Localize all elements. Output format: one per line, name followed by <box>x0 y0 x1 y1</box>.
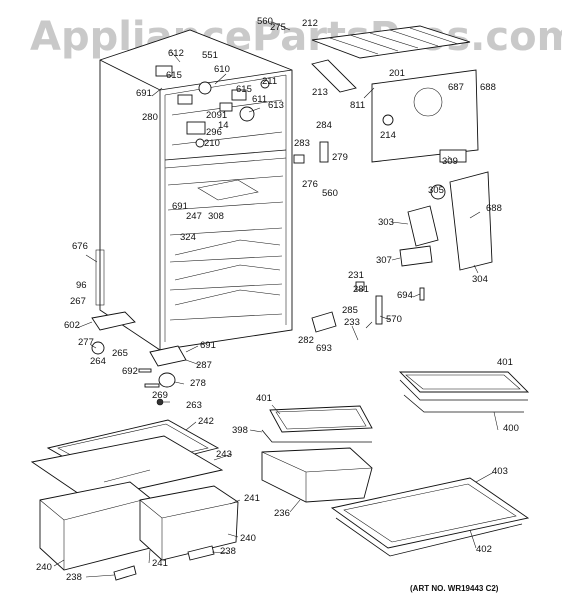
part-callout-283: 283 <box>294 138 310 149</box>
part-callout-398: 398 <box>232 425 248 436</box>
part-callout-308: 308 <box>208 211 224 222</box>
part-callout-276: 276 <box>302 179 318 190</box>
crisper-pans <box>39 481 239 581</box>
control-parts-cluster <box>155 65 270 148</box>
part-callout-241: 241 <box>244 493 260 504</box>
part-callout-264: 264 <box>90 356 106 367</box>
part-callout-693: 693 <box>316 343 332 354</box>
part-callout-212: 212 <box>302 18 318 29</box>
part-callout-278: 278 <box>190 378 206 389</box>
part-callout-688: 688 <box>486 203 502 214</box>
part-callout-611: 611 <box>252 94 267 105</box>
part-callout-307: 307 <box>376 255 392 266</box>
part-callout-691: 691 <box>136 88 152 99</box>
part-callout-281: 281 <box>353 284 369 295</box>
part-callout-241: 241 <box>152 558 168 569</box>
part-callout-401: 401 <box>256 393 272 404</box>
part-callout-692: 692 <box>122 366 138 377</box>
part-callout-691: 691 <box>200 340 216 351</box>
part-callout-602: 602 <box>64 320 80 331</box>
part-callout-610: 610 <box>214 64 230 75</box>
part-callout-403: 403 <box>492 466 508 477</box>
glass-shelf-right <box>398 371 530 413</box>
ice-tray <box>311 59 357 93</box>
hinge-hardware <box>91 341 187 406</box>
crisper-cover <box>30 419 224 501</box>
glass-shelf-middle <box>261 405 373 443</box>
part-callout-309: 309 <box>442 156 458 167</box>
part-callout-612: 612 <box>168 48 184 59</box>
part-callout-236: 236 <box>274 508 290 519</box>
part-callout-284: 284 <box>316 120 332 131</box>
part-callout-570: 570 <box>386 314 402 325</box>
part-callout-401: 401 <box>497 357 513 368</box>
part-callout-240: 240 <box>36 562 52 573</box>
part-callout-231: 231 <box>348 270 364 281</box>
part-callout-400: 400 <box>503 423 519 434</box>
part-callout-324: 324 <box>180 232 196 243</box>
part-callout-243: 243 <box>216 449 232 460</box>
part-callout-265: 265 <box>112 348 128 359</box>
part-callout-694: 694 <box>397 290 413 301</box>
part-callout-269: 269 <box>152 390 168 401</box>
part-callout-2091: 2091 <box>206 110 227 121</box>
part-callout-263: 263 <box>186 400 202 411</box>
part-callout-303: 303 <box>378 217 394 228</box>
part-callout-615: 615 <box>236 84 252 95</box>
air-duct-assembly <box>399 171 493 271</box>
mid-hardware <box>311 281 425 333</box>
part-callout-233: 233 <box>344 317 360 328</box>
part-callout-282: 282 <box>298 335 314 346</box>
part-callout-238: 238 <box>66 572 82 583</box>
freezer-wire-shelf <box>311 25 471 59</box>
part-callout-242: 242 <box>198 416 214 427</box>
part-callout-676: 676 <box>72 241 88 252</box>
part-callout-210: 210 <box>204 138 220 149</box>
part-callout-615: 615 <box>166 70 182 81</box>
damper-housing <box>319 141 329 163</box>
part-callout-213: 213 <box>312 87 328 98</box>
part-callout-96: 96 <box>76 280 87 291</box>
evaporator-cover <box>371 69 479 163</box>
part-callout-296: 296 <box>206 127 222 138</box>
part-callout-687: 687 <box>448 82 464 93</box>
leader-lines <box>53 21 499 578</box>
part-callout-688: 688 <box>480 82 496 93</box>
label-plate <box>439 149 467 163</box>
part-callout-691: 691 <box>172 201 188 212</box>
watermark-text: AppliancePartsPros.com <box>30 14 562 60</box>
part-callout-247: 247 <box>186 211 202 222</box>
part-callout-238: 238 <box>220 546 236 557</box>
crisper-drawer <box>261 447 373 503</box>
part-callout-211: 211 <box>262 76 277 87</box>
part-callout-279: 279 <box>332 152 348 163</box>
part-callout-285: 285 <box>342 305 358 316</box>
part-callout-551: 551 <box>202 50 218 61</box>
part-callout-613: 613 <box>268 100 284 111</box>
part-callout-214: 214 <box>380 130 396 141</box>
part-callout-560: 560 <box>257 16 273 27</box>
part-callout-402: 402 <box>476 544 492 555</box>
part-callout-277: 277 <box>78 337 94 348</box>
part-callout-560: 560 <box>322 188 338 199</box>
part-callout-811: 811 <box>350 100 365 111</box>
part-callout-240: 240 <box>240 533 256 544</box>
part-callout-14: 14 <box>218 120 229 131</box>
part-callout-304: 304 <box>472 274 488 285</box>
part-callout-275: 275 <box>270 22 286 33</box>
part-callout-287: 287 <box>196 360 212 371</box>
damper-part <box>293 154 305 164</box>
part-callout-280: 280 <box>142 112 158 123</box>
glass-shelf-bottom <box>330 477 530 557</box>
part-callout-305: 305 <box>428 185 444 196</box>
part-callout-201: 201 <box>389 68 405 79</box>
part-callout-267: 267 <box>70 296 86 307</box>
art-number: (ART NO. WR19443 C2) <box>410 584 499 593</box>
